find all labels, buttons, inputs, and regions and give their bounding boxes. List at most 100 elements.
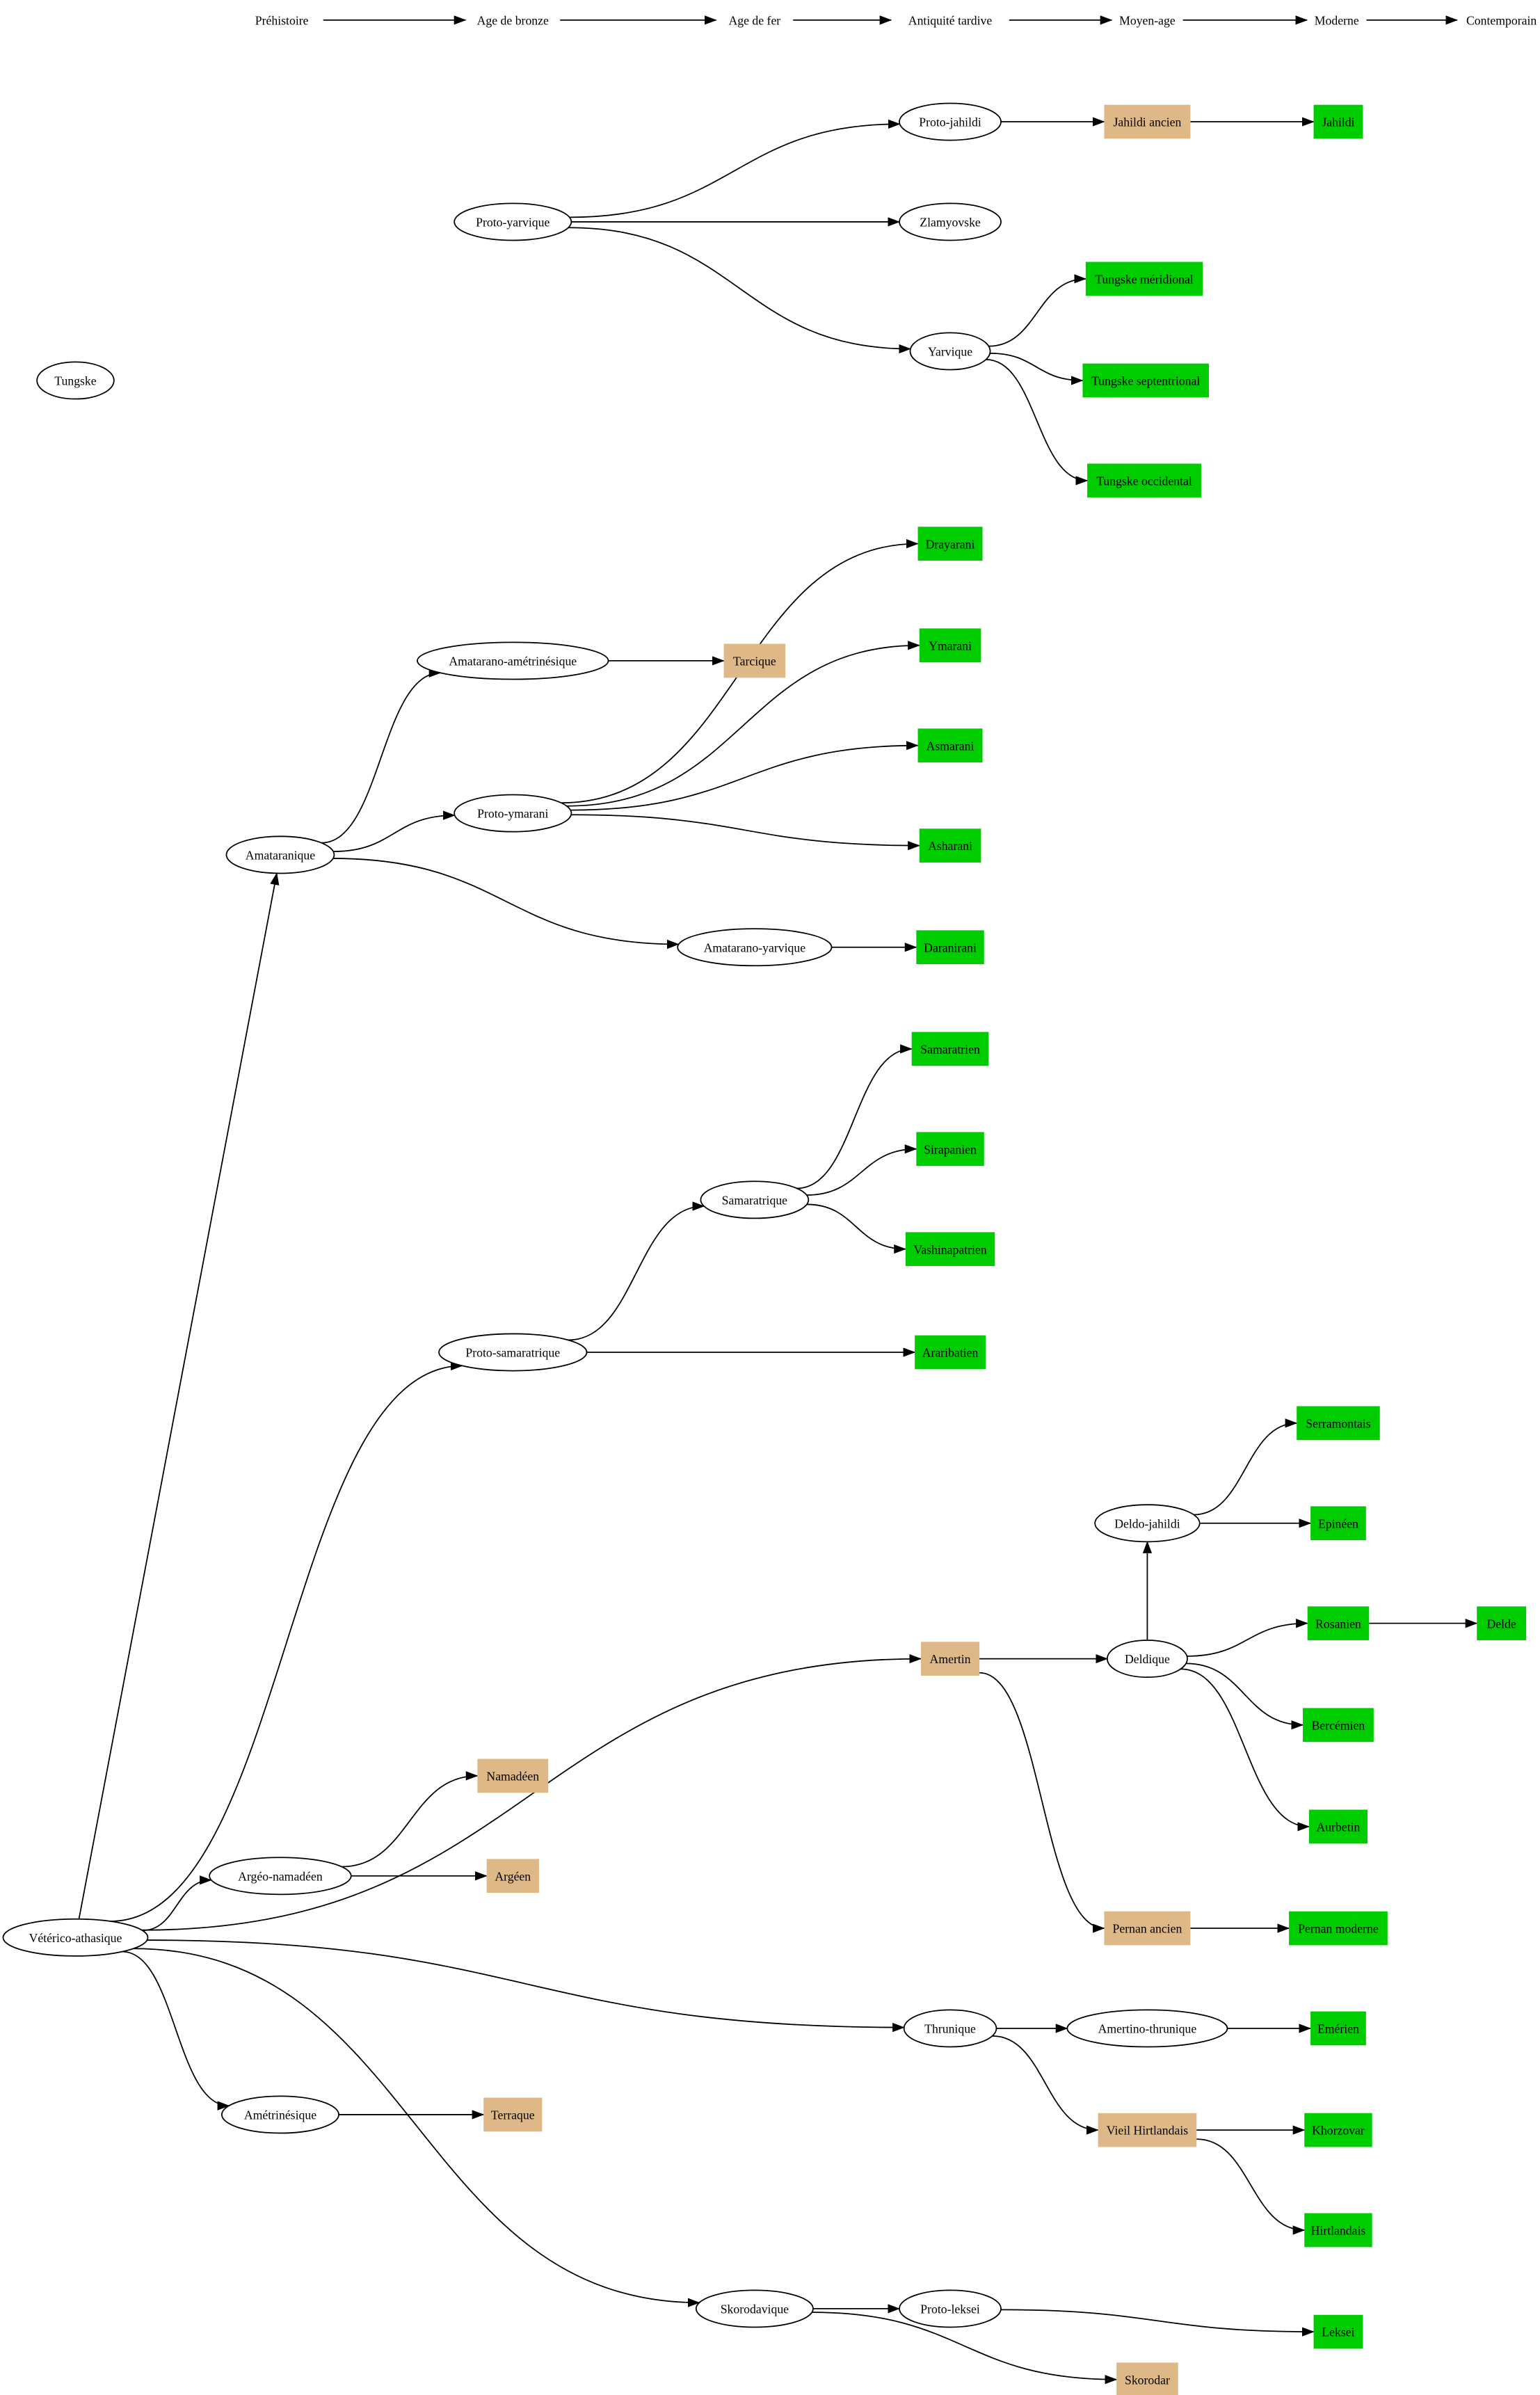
node-label: Deldo-jahildi [1114,1516,1180,1530]
node-leksei[interactable]: Leksei [1313,2314,1363,2349]
node-proto-yarvique[interactable]: Proto-yarvique [454,202,572,241]
node-proto-samaratrique[interactable]: Proto-samaratrique [438,1333,588,1372]
edge-yarvique-to-tungske-occidental [986,359,1089,486]
node-pernan-moderne[interactable]: Pernan moderne [1289,1911,1388,1946]
node-skorodavique[interactable]: Skorodavique [695,2289,814,2328]
node-veterico-athasique[interactable]: Vétérico-athasique [2,1918,149,1957]
node-label: Amatarano-amétrinésique [449,655,577,668]
modern-language-box [1310,2011,1366,2046]
node-label: Epinéen [1318,1516,1358,1530]
node-vashinapatrien[interactable]: Vashinapatrien [905,1232,995,1267]
node-label: Skorodavique [721,2302,789,2316]
node-amatarano-yarvique[interactable]: Amatarano-yarvique [677,928,833,967]
edge-thrunique-to-vieil-hirtlandais [992,2035,1099,2135]
node-namadeen[interactable]: Namadéen [477,1759,549,1793]
node-terraque[interactable]: Terraque [483,2097,543,2132]
modern-language-box [1082,363,1209,398]
node-amatarano-ametrinesique[interactable]: Amatarano-amétrinésique [417,641,609,680]
node-label: Bercémien [1312,1718,1365,1732]
node-asharani[interactable]: Asharani [919,828,981,863]
edge-veterico-athasique-to-amataranique [78,872,280,1919]
node-ymarani[interactable]: Ymarani [919,628,981,663]
node-label: Yarvique [928,345,972,359]
edge-samaratrique-to-sirapanien [806,1144,917,1196]
node-hirtlandais[interactable]: Hirtlandais [1304,2213,1372,2248]
node-label: Amatarano-yarvique [704,940,806,954]
timeline-label-contemporain: Contemporain [1466,14,1537,28]
modern-language-box [1087,463,1201,498]
modern-language-box [919,828,981,863]
node-argeen[interactable]: Argéen [486,1859,539,1893]
node-khorzovar[interactable]: Khorzovar [1304,2113,1372,2147]
node-tungske[interactable]: Tungske [36,361,115,400]
edge-veterico-athasique-to-ametrinesique [122,1951,230,2110]
node-tarcique[interactable]: Tarcique [723,643,786,678]
node-asmarani[interactable]: Asmarani [917,728,983,763]
node-label: Ymarani [929,639,972,652]
node-proto-ymarani[interactable]: Proto-ymarani [454,794,572,833]
node-label: Proto-jahildi [919,115,981,129]
node-tungske-occidental[interactable]: Tungske occidental [1087,463,1201,498]
ancient-language-box [723,643,786,678]
node-vieil-hirtlandais[interactable]: Vieil Hirtlandais [1098,2113,1197,2147]
ellipse-node-shape [903,2009,997,2048]
edge-proto-ymarani-to-asharani [571,814,920,851]
node-label: Hirtlandais [1311,2224,1366,2238]
edge-veterico-athasique-to-skorodavique [133,1948,700,2307]
node-label: Sirapanien [924,1142,977,1156]
node-bercemien[interactable]: Bercémien [1303,1708,1374,1743]
node-sirapanien[interactable]: Sirapanien [916,1132,984,1167]
node-argeo-namadeen[interactable]: Argéo-namadéen [209,1857,352,1896]
node-delde[interactable]: Delde [1477,1606,1527,1641]
node-amertin[interactable]: Amertin [920,1642,980,1676]
node-araribatien[interactable]: Araribatien [915,1335,986,1370]
node-epineen[interactable]: Epinéen [1310,1506,1366,1541]
edge-proto-ymarani-to-ymarani [566,641,920,807]
node-tungske-meridional[interactable]: Tungske méridional [1085,262,1203,296]
node-amataranique[interactable]: Amataranique [225,835,335,874]
node-daranirani[interactable]: Daranirani [916,930,984,965]
node-amertino-thrunique[interactable]: Amertino-thrunique [1066,2009,1228,2048]
modern-language-box [917,728,983,763]
node-ametrinesique[interactable]: Amétrinésique [220,2095,339,2134]
node-thrunique[interactable]: Thrunique [903,2009,997,2048]
node-tungske-septentrional[interactable]: Tungske septentrional [1082,363,1209,398]
node-label: Pernan moderne [1298,1922,1379,1936]
node-samaratrique[interactable]: Samaratrique [700,1180,810,1219]
node-label: Thrunique [924,2022,976,2036]
node-jahildi-ancien[interactable]: Jahildi ancien [1104,104,1191,139]
node-proto-jahildi[interactable]: Proto-jahildi [899,102,1002,141]
edge-deldique-to-bercemien [1186,1663,1304,1730]
node-label: Jahildi [1322,115,1354,129]
node-label: Tungske septentrional [1091,374,1200,388]
node-label: Vieil Hirtlandais [1107,2124,1189,2138]
edge-vieil-hirtlandais-to-hirtlandais [1196,2138,1306,2235]
node-deldique[interactable]: Deldique [1106,1640,1188,1679]
ellipse-node-shape [1066,2009,1228,2048]
node-pernan-ancien[interactable]: Pernan ancien [1104,1911,1191,1946]
node-proto-leksei[interactable]: Proto-leksei [899,2289,1002,2328]
edges [78,117,1478,2385]
node-aurbetin[interactable]: Aurbetin [1308,1809,1368,1844]
ellipse-node-shape [438,1333,588,1372]
node-rosanien[interactable]: Rosanien [1307,1606,1370,1641]
node-label: Asharani [928,839,972,853]
node-label: Drayarani [926,537,975,551]
ellipse-node-shape [700,1180,810,1219]
edge-proto-leksei-to-leksei [1000,2309,1315,2337]
edge-proto-samaratrique-to-samaratrique [568,1201,705,1341]
node-drayarani[interactable]: Drayarani [917,527,983,561]
node-serramontais[interactable]: Serramontais [1297,1406,1380,1441]
modern-language-box [1307,1606,1370,1641]
node-deldo-jahildi[interactable]: Deldo-jahildi [1094,1504,1201,1543]
node-emerien[interactable]: Emérien [1310,2011,1366,2046]
node-label: Zlamyovske [920,216,981,230]
node-zlamyovske[interactable]: Zlamyovske [899,202,1002,241]
node-skorodar[interactable]: Skorodar [1116,2362,1178,2395]
node-jahildi[interactable]: Jahildi [1313,104,1363,139]
ancient-language-box [1104,1911,1191,1946]
edge-veterico-athasique-to-proto-samaratrique [110,1361,463,1922]
node-samaratrien[interactable]: Samaratrien [911,1032,989,1066]
node-yarvique[interactable]: Yarvique [909,332,991,371]
